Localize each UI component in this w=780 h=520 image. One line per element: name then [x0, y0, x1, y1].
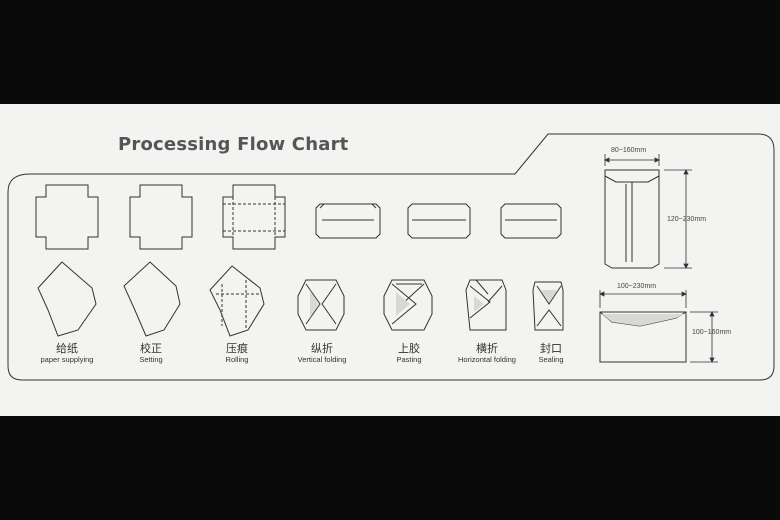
step-label-en: Pasting: [396, 355, 422, 364]
outer-border: [7, 133, 775, 381]
step-label-en: Sealing: [538, 355, 564, 364]
step-sealing: 封口 Sealing: [506, 342, 596, 365]
flap-shape-1: [37, 261, 97, 337]
dimension-top-width: 80~160mm: [611, 147, 647, 154]
wide-envelope-dimension-lines: [599, 290, 718, 363]
envelope-pasting: [383, 279, 433, 331]
flap-shape-creased: [209, 265, 265, 337]
step-label-en: paper supplying: [40, 355, 94, 364]
step-label-en: Horizontal folding: [458, 355, 516, 364]
tall-envelope-dimension-lines: [604, 154, 692, 269]
step-setting: 校正 Setting: [106, 342, 196, 365]
envelope-sealed: [532, 281, 564, 331]
flow-chart-diagram: [7, 133, 775, 381]
folded-strip-2: [407, 203, 471, 239]
step-paper-supplying: 给纸 paper supplying: [22, 342, 112, 365]
step-rolling: 压痕 Rolling: [192, 342, 282, 365]
page-title: Processing Flow Chart: [118, 134, 349, 155]
dimension-top-height: 120~230mm: [667, 216, 707, 223]
dimension-bottom-height: 100~160mm: [692, 329, 732, 336]
step-label-en: Setting: [139, 355, 163, 364]
step-label-zh: 压痕: [226, 342, 248, 355]
step-label-en: Vertical folding: [297, 355, 347, 364]
step-label-en: Rolling: [225, 355, 249, 364]
step-label-zh: 上胶: [398, 342, 420, 355]
wide-envelope-drawing: [599, 311, 687, 363]
paper-blank-1: [35, 184, 99, 250]
step-label-zh: 校正: [140, 342, 162, 355]
envelope-vertical-fold: [297, 279, 345, 331]
flap-shape-2: [123, 261, 181, 337]
folded-strip-1: [315, 203, 381, 239]
step-label-zh: 给纸: [56, 342, 78, 355]
dimension-bottom-width: 100~230mm: [617, 283, 657, 290]
step-pasting: 上胶 Pasting: [364, 342, 454, 365]
folded-strip-3: [500, 203, 562, 239]
flow-chart-panel: Processing Flow Chart: [0, 104, 780, 416]
paper-blank-2: [129, 184, 193, 250]
envelope-horizontal-fold: [465, 279, 507, 331]
step-horizontal-folding: 横折 Horizontal folding: [442, 342, 532, 365]
step-label-zh: 纵折: [311, 342, 333, 355]
step-label-zh: 横折: [476, 342, 498, 355]
step-label-zh: 封口: [540, 342, 562, 355]
paper-blank-creased: [222, 184, 286, 250]
step-vertical-folding: 纵折 Vertical folding: [277, 342, 367, 365]
tall-envelope-drawing: [604, 169, 660, 269]
